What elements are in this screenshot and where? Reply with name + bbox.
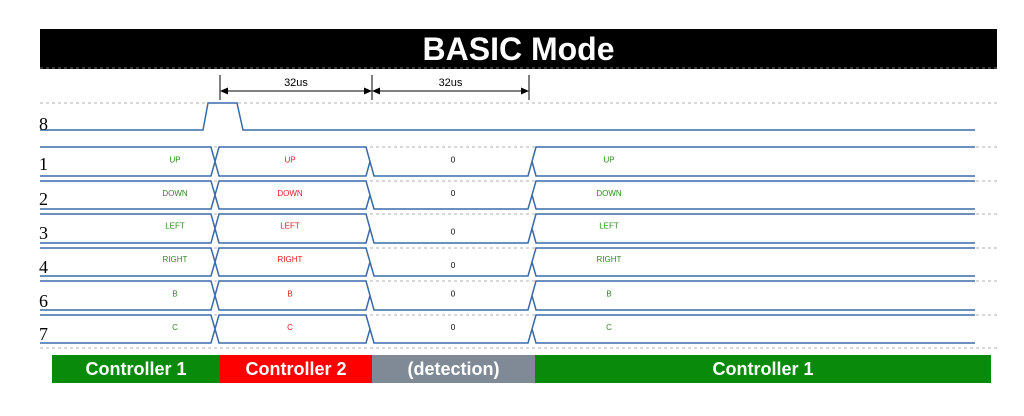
diagram-title: BASIC Mode (40, 29, 997, 69)
segment-4: Controller 1 (535, 355, 991, 383)
bus-waveform (40, 146, 975, 177)
pin-label: 4 (39, 257, 48, 277)
bus-cell-label: UP (284, 156, 295, 165)
bus-cell-label: LEFT (280, 222, 300, 231)
bus-cell-label: UP (603, 156, 614, 165)
bus-waveform (40, 280, 975, 311)
bus-cell-label: RIGHT (597, 255, 622, 264)
bus-waveform (40, 213, 975, 244)
bus-cell-label: DOWN (596, 189, 622, 198)
bus-cell-label: C (172, 323, 178, 332)
segment-3: (detection) (372, 355, 535, 383)
bus-cell-label: 0 (451, 323, 456, 332)
bus-cell-label: LEFT (165, 222, 185, 231)
pin-label: 8 (39, 114, 48, 134)
pin-label: 7 (39, 324, 48, 344)
bus-cell-label: 0 (451, 156, 456, 165)
bus-cell-label: C (287, 323, 293, 332)
bus-cell-label: B (606, 290, 611, 299)
bus-cell-label: DOWN (277, 189, 303, 198)
bus-cell-label: LEFT (599, 222, 619, 231)
bus-cell-label: C (606, 323, 612, 332)
bus-cell-label: UP (169, 156, 180, 165)
arrow-left-icon (372, 87, 380, 95)
bus-cell-label: 0 (451, 261, 456, 270)
bus-waveform (40, 180, 975, 210)
pin-label: 3 (39, 223, 48, 243)
segment-2: Controller 2 (220, 355, 372, 383)
pin-label: 6 (39, 291, 48, 311)
pin-label: 1 (39, 154, 48, 174)
select-signal-waveform (40, 102, 975, 131)
dimension-label: 32us (439, 77, 463, 89)
bus-cell-label: RIGHT (278, 255, 303, 264)
segment-1: Controller 1 (52, 355, 220, 383)
bus-waveform (40, 314, 975, 344)
bus-cell-label: B (172, 290, 177, 299)
arrow-left-icon (220, 87, 228, 95)
pin-label: 2 (39, 189, 48, 209)
bus-cell-label: 0 (451, 189, 456, 198)
bus-cell-label: 0 (451, 228, 456, 237)
bus-cell-label: B (287, 290, 292, 299)
bus-cell-label: 0 (451, 290, 456, 299)
arrow-right-icon (364, 87, 372, 95)
dimension-label: 32us (284, 77, 308, 89)
arrow-right-icon (521, 87, 529, 95)
bus-waveform (40, 247, 975, 277)
bus-cell-label: DOWN (162, 189, 188, 198)
bus-cell-label: RIGHT (163, 255, 188, 264)
